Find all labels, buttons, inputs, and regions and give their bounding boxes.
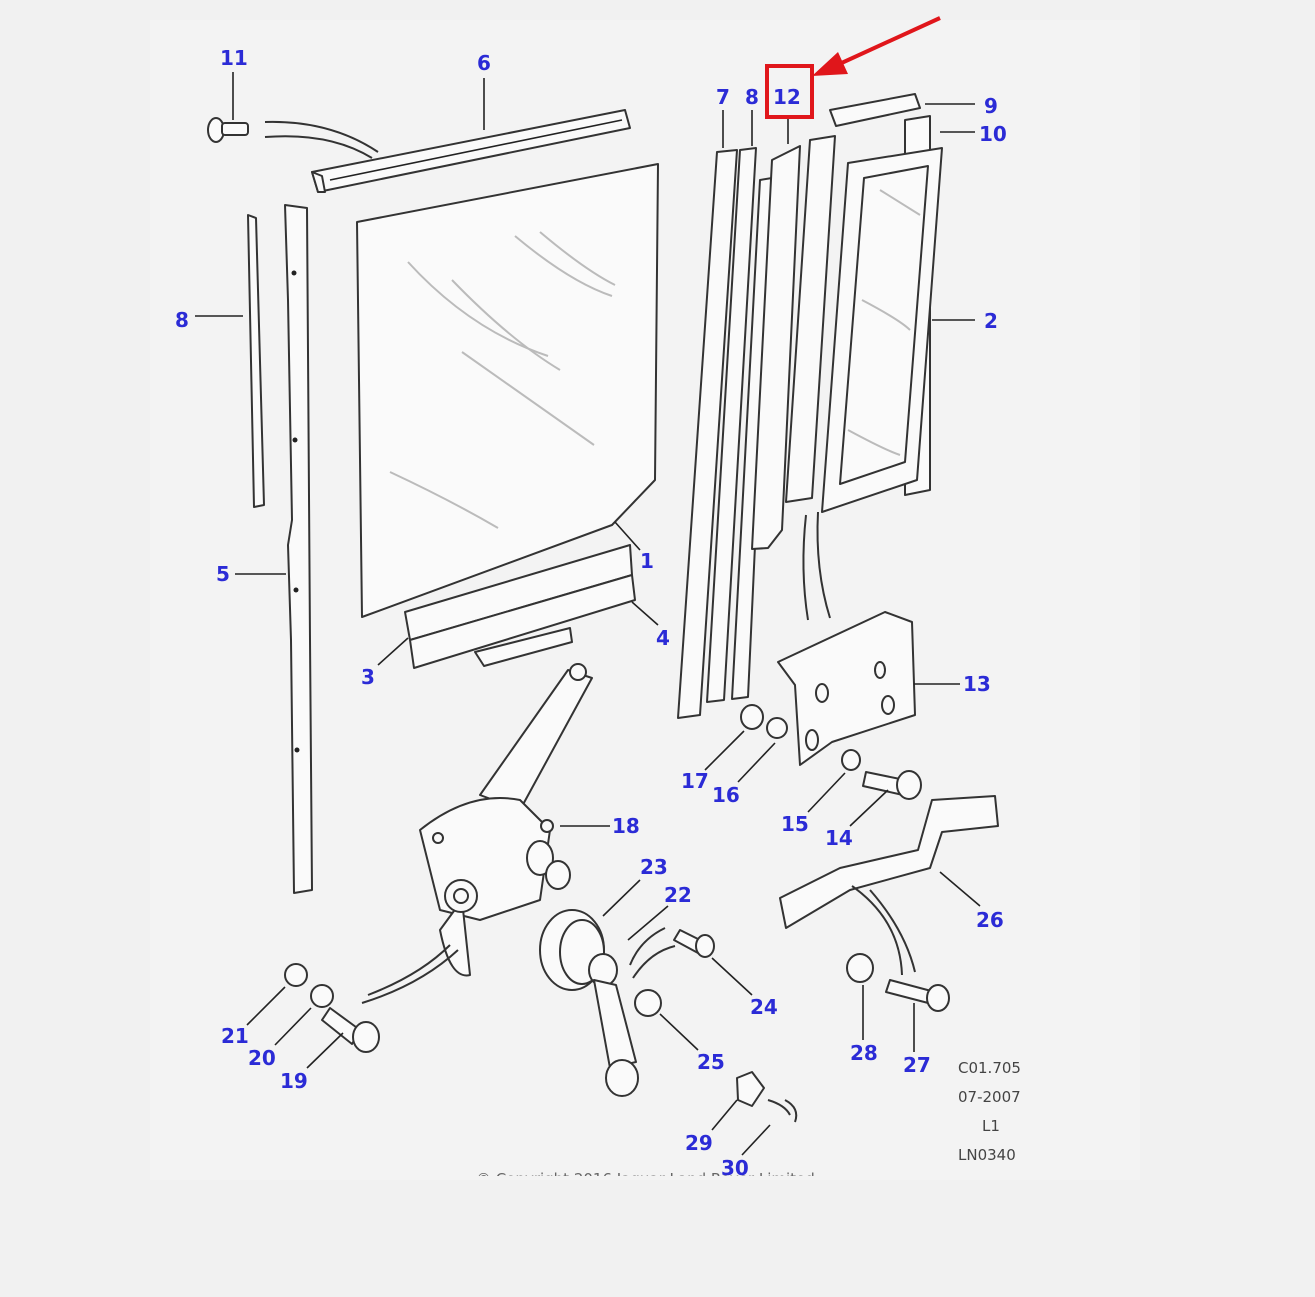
callout-8-left: 8: [175, 308, 189, 332]
copyright-text: © Copyright 2016 Jaguar Land Rover Limit…: [476, 1170, 815, 1188]
callout-4: 4: [656, 626, 670, 650]
reference-line-4: LN0340: [958, 1146, 1016, 1164]
part-nut-28: [846, 953, 874, 983]
part-channel-5: [284, 204, 313, 894]
part-screw-11: [207, 117, 379, 159]
callout-24: 24: [750, 995, 778, 1019]
part-frame-2-9-10: [785, 93, 943, 621]
part-washer-15: [841, 749, 861, 771]
callout-1: 1: [640, 549, 654, 573]
callout-9: 9: [984, 94, 998, 118]
callout-6: 6: [477, 51, 491, 75]
callout-13: 13: [963, 672, 991, 696]
callout-19: 19: [280, 1069, 308, 1093]
callout-23: 23: [640, 855, 668, 879]
highlight-arrow-head: [812, 52, 848, 76]
callout-2: 2: [984, 309, 998, 333]
part-clip-29-30: [736, 1071, 798, 1123]
part-nut-17: [740, 704, 764, 730]
part-strip-8-left: [247, 214, 265, 508]
callout-30: 30: [721, 1156, 749, 1180]
part-drawings: [207, 93, 999, 1123]
part-top-channel-6: [311, 109, 631, 193]
part-washer-20: [310, 984, 334, 1008]
part-winder-handle-22-23: [539, 909, 676, 1097]
part-channels-7-8-right: [677, 145, 801, 719]
callout-14: 14: [825, 826, 853, 850]
callout-12: 12: [773, 85, 801, 109]
part-bolt-14: [862, 770, 922, 800]
leader-lines: [195, 72, 981, 1156]
callout-18: 18: [612, 814, 640, 838]
reference-line-2: 07-2007: [958, 1088, 1021, 1106]
part-bolt-19: [321, 1007, 380, 1053]
highlight-annotation: [765, 16, 941, 119]
part-bracket-13: [777, 611, 916, 766]
part-bottom-channel-3-4: [404, 544, 636, 669]
callout-5: 5: [216, 562, 230, 586]
part-handle-26: [779, 795, 999, 976]
callout-3: 3: [361, 665, 375, 689]
callout-22: 22: [664, 883, 692, 907]
callout-15: 15: [781, 812, 809, 836]
reference-block: C01.705 07-2007 L1 LN0340: [958, 1059, 1021, 1164]
reference-line-3: L1: [982, 1117, 1000, 1135]
callout-20: 20: [248, 1046, 276, 1070]
callout-26: 26: [976, 908, 1004, 932]
callout-17: 17: [681, 769, 709, 793]
callout-10: 10: [979, 122, 1007, 146]
callout-7: 7: [716, 85, 730, 109]
reference-line-1: C01.705: [958, 1059, 1021, 1077]
callout-21: 21: [221, 1024, 249, 1048]
highlight-box: [765, 64, 814, 119]
callout-labels: 1 2 3 4 5 6 7 8 8 9 10 11 12 13 14 15 16…: [175, 46, 1007, 1180]
part-knob-25: [634, 989, 662, 1017]
callout-8-right: 8: [745, 85, 759, 109]
callout-27: 27: [903, 1053, 931, 1077]
highlight-arrow-shaft: [834, 16, 941, 68]
part-screw-24: [673, 929, 715, 958]
part-washer-16: [766, 717, 788, 739]
part-washer-21: [284, 963, 308, 987]
part-bolt-27: [885, 979, 950, 1012]
callout-11: 11: [220, 46, 248, 70]
part-regulator-18: [361, 663, 593, 1004]
callout-16: 16: [712, 783, 740, 807]
callout-25: 25: [697, 1050, 725, 1074]
callout-28: 28: [850, 1041, 878, 1065]
callout-29: 29: [685, 1131, 713, 1155]
part-glass-1: [356, 163, 659, 618]
